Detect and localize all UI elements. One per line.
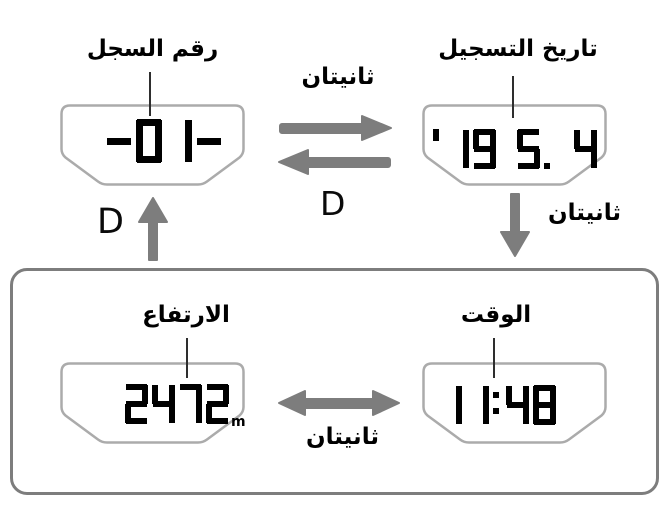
record-number-label: رقم السجل (86, 36, 219, 62)
time-label: الوقت (460, 302, 532, 328)
arrow-double-horizontal-icon (278, 390, 400, 416)
record-view-group-box (10, 268, 659, 495)
altitude-display-value (60, 364, 245, 438)
arrow-left-icon (278, 149, 391, 175)
recording-date-display-panel (422, 104, 607, 186)
time-pointer-line (493, 338, 495, 378)
down-transition-duration-label: ثانيتان (548, 200, 621, 226)
record-number-pointer-line (149, 72, 151, 116)
top-swap-button-label: D (320, 184, 346, 223)
altitude-label: الارتفاع (142, 302, 230, 328)
arrow-right-icon (279, 115, 392, 141)
bottom-swap-duration-label: ثانيتان (306, 424, 379, 450)
arrow-up-icon (138, 197, 168, 261)
record-number-display-panel (60, 104, 245, 186)
time-display-value (422, 364, 607, 438)
up-transition-button-label: D (97, 202, 124, 242)
recording-date-display-value (422, 106, 607, 180)
altitude-unit: m (231, 414, 246, 430)
record-number-display-value (60, 106, 245, 180)
recording-date-pointer-line (512, 76, 514, 118)
altitude-pointer-line (186, 338, 188, 378)
arrow-down-icon (500, 193, 530, 257)
recording-date-label: تاريخ التسجيل (438, 36, 598, 62)
top-swap-duration-label: ثانيتان (301, 64, 375, 90)
